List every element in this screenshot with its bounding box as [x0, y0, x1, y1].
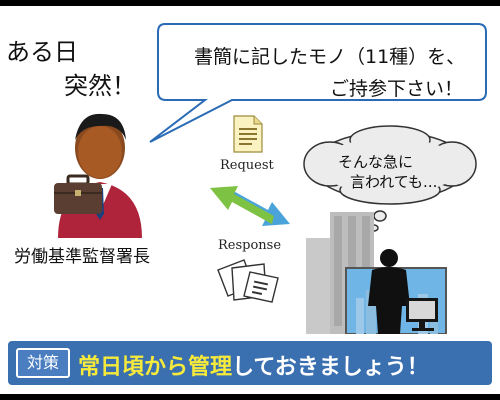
speech-bubble-line-2: ご持参下さい！ — [330, 78, 464, 100]
response-label: Response — [218, 238, 282, 253]
intro-line-1: ある日 — [6, 38, 78, 66]
countermeasure-highlight: 常日頃から管理 — [78, 355, 233, 380]
computer-monitor-icon — [406, 298, 438, 331]
countermeasure-banner: 対策 常日頃から管理しておきましょう！ — [8, 341, 492, 385]
official-label: 労働基準監督署長 — [14, 247, 150, 267]
speech-bubble-line-1: 書簡に記したモノ（11種）を、 — [194, 46, 466, 68]
thought-cloud — [303, 125, 477, 232]
briefcase-icon — [54, 174, 102, 214]
intro-line-2: 突然！ — [64, 72, 136, 100]
slide: ある日 突然！ 書簡に記したモノ（11種）を、 ご持参下さい！ 労働基準監督署長… — [0, 6, 500, 394]
response-arrow-icon — [210, 186, 274, 224]
document-icon — [233, 115, 263, 153]
countermeasure-rest: しておきましょう！ — [232, 355, 429, 380]
countermeasure-message: 常日頃から管理しておきましょう！ — [78, 349, 429, 381]
businessman-silhouette-icon — [368, 249, 410, 334]
thought-cloud-line-2: 言われても... — [350, 173, 438, 191]
papers-icon — [217, 259, 279, 303]
thought-cloud-line-1: そんな急に — [338, 153, 414, 171]
speech-bubble — [149, 23, 487, 143]
request-arrow-icon — [226, 188, 290, 226]
request-label: Request — [220, 158, 274, 173]
countermeasure-tag: 対策 — [16, 348, 70, 378]
official-person-icon — [58, 113, 142, 238]
